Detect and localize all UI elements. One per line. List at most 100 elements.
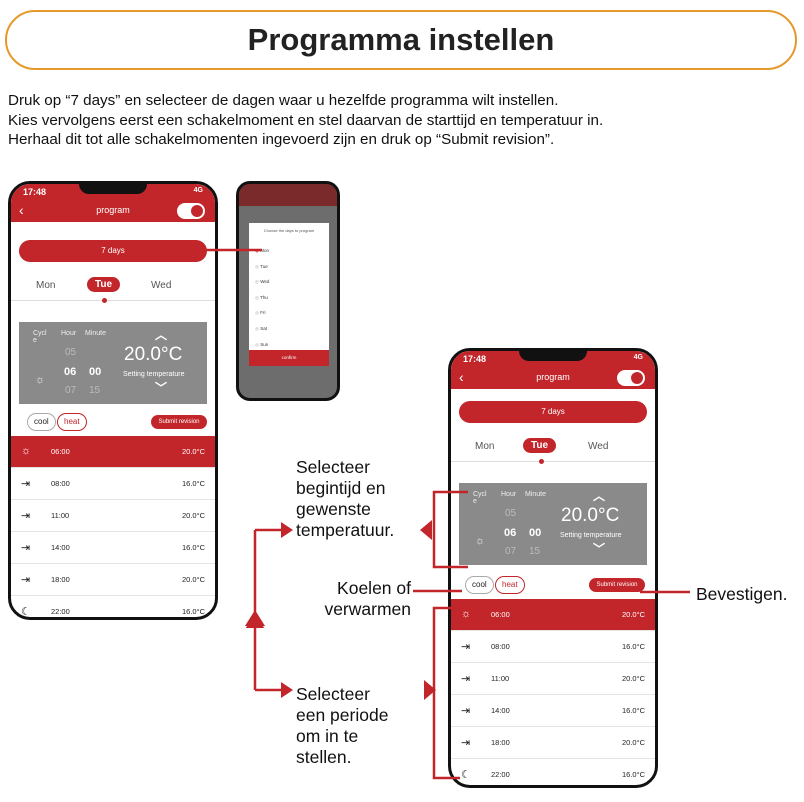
heat-button[interactable]: heat <box>495 576 525 594</box>
minute-label: Minute <box>85 330 107 337</box>
door-icon: ⇥ <box>21 510 31 522</box>
app-header: ‹ program <box>451 367 655 389</box>
power-toggle[interactable] <box>177 203 205 219</box>
temperature-value: 20.0°C <box>561 505 620 526</box>
setting-panel: Cycl e Hour Minute 05 06 00 07 15 ☼ ︿ 20… <box>459 483 647 565</box>
power-toggle[interactable] <box>617 370 645 386</box>
title-banner: Programma instellen <box>5 10 797 70</box>
day-option-thu[interactable]: ◎ Thu <box>255 294 268 300</box>
setting-panel: Cycl e Hour Minute 05 06 00 07 15 ☼ ︿ 20… <box>19 322 207 404</box>
temp-up-icon[interactable]: ︿ <box>155 328 168 342</box>
hour-prev[interactable]: 05 <box>505 508 517 519</box>
phone-notch <box>79 184 147 194</box>
mode-selector: cool heat <box>27 413 207 431</box>
minute-current[interactable]: 00 <box>89 366 102 378</box>
tab-tue[interactable]: Tue <box>523 438 557 453</box>
day-option-wed[interactable]: ◎ Wed <box>255 279 270 285</box>
minute-next[interactable]: 15 <box>89 385 101 396</box>
phone-popup: Choose the days to program ◉ Mon ◎ Tue ◎… <box>236 181 340 401</box>
status-signal: 4G <box>193 187 203 194</box>
selected-day-dot <box>102 298 107 303</box>
temp-down-icon[interactable]: ﹀ <box>155 381 168 395</box>
setting-temperature-label: Setting temperature <box>123 371 185 378</box>
day-option-tue[interactable]: ◎ Tue <box>255 263 268 269</box>
dialog-title: Choose the days to program <box>263 228 315 233</box>
submit-revision-button[interactable]: Submit revision <box>151 415 207 429</box>
phone-notch <box>519 351 587 361</box>
temp-down-icon[interactable]: ﹀ <box>593 542 606 556</box>
intro-line-2: Kies vervolgens eerst een schakelmoment … <box>8 111 604 129</box>
phone-right: 17:48 4G ‹ program 7 days Mon Tue Wed Cy… <box>448 348 658 788</box>
day-tabs: Mon Tue Wed <box>11 274 215 303</box>
header-title: program <box>536 372 570 382</box>
cycle-label: Cycl e <box>33 330 47 344</box>
tab-tue[interactable]: Tue <box>87 277 121 292</box>
minute-next[interactable]: 15 <box>529 546 541 557</box>
tab-mon[interactable]: Mon <box>36 280 56 291</box>
minute-label: Minute <box>525 491 547 498</box>
day-option-sun[interactable]: ◎ Sun <box>255 341 269 347</box>
door-icon: ⇥ <box>461 641 471 653</box>
sunrise-icon: ☼ <box>461 608 472 620</box>
hour-next[interactable]: 07 <box>505 546 517 557</box>
confirm-button[interactable]: confirm <box>249 350 329 366</box>
back-icon[interactable]: ‹ <box>459 369 464 385</box>
status-time: 17:48 <box>23 187 47 197</box>
hour-current[interactable]: 06 <box>64 366 77 378</box>
minute-current[interactable]: 00 <box>529 527 542 539</box>
temperature-value: 20.0°C <box>124 344 183 365</box>
day-chooser-dialog: Choose the days to program ◉ Mon ◎ Tue ◎… <box>249 223 329 363</box>
heat-button[interactable]: heat <box>57 413 87 431</box>
day-option-fri[interactable]: ◎ Fri <box>255 310 266 316</box>
hour-current[interactable]: 06 <box>504 527 517 539</box>
cool-button[interactable]: cool <box>465 576 494 594</box>
hour-label: Hour <box>61 330 77 337</box>
cool-button[interactable]: cool <box>27 413 56 431</box>
status-time: 17:48 <box>463 354 487 364</box>
back-icon[interactable]: ‹ <box>19 202 24 218</box>
callout-cool-heat: Koelen of verwarmen <box>324 578 411 619</box>
callout-select-period: Selecteer een periode om in te stellen. <box>296 684 389 767</box>
cycle-sun-icon: ☼ <box>35 374 46 386</box>
tab-wed[interactable]: Wed <box>588 441 609 452</box>
tab-mon[interactable]: Mon <box>475 441 495 452</box>
intro-line-1: Druk op “7 days” en selecteer de dagen w… <box>8 92 559 109</box>
seven-days-button[interactable]: 7 days <box>459 401 647 423</box>
hour-label: Hour <box>501 491 517 498</box>
seven-days-button[interactable]: 7 days <box>19 240 207 262</box>
hour-prev[interactable]: 05 <box>65 347 77 358</box>
status-signal: 4G <box>633 354 643 361</box>
door-icon: ⇥ <box>461 737 471 749</box>
intro-line-3: Herhaal dit tot alle schakelmomenten ing… <box>8 131 555 148</box>
callout-confirm: Bevestigen. <box>696 584 788 604</box>
hour-next[interactable]: 07 <box>65 385 77 396</box>
phone-left: 17:48 4G ‹ program 7 days Mon Tue Wed Cy… <box>8 181 218 620</box>
door-icon: ⇥ <box>21 478 31 490</box>
door-icon: ⇥ <box>21 574 31 586</box>
tab-wed[interactable]: Wed <box>151 280 172 291</box>
temp-up-icon[interactable]: ︿ <box>593 489 606 503</box>
day-option-sat[interactable]: ◎ Sat <box>255 325 267 331</box>
cycle-sun-icon: ☼ <box>475 535 486 547</box>
intro-text: Druk op “7 days” en selecteer de dagen w… <box>8 91 798 150</box>
mode-selector: cool heat <box>465 576 645 594</box>
day-tabs: Mon Tue Wed <box>451 435 655 464</box>
door-icon: ⇥ <box>461 673 471 685</box>
cycle-label: Cycl e <box>473 491 487 505</box>
moon-icon: ☾ <box>21 606 31 618</box>
dialog-day-list: ◉ Mon ◎ Tue ◎ Wed ◎ Thu ◎ Fri ◎ Sat ◎ Su… <box>255 243 269 352</box>
submit-revision-button[interactable]: Submit revision <box>589 578 645 592</box>
